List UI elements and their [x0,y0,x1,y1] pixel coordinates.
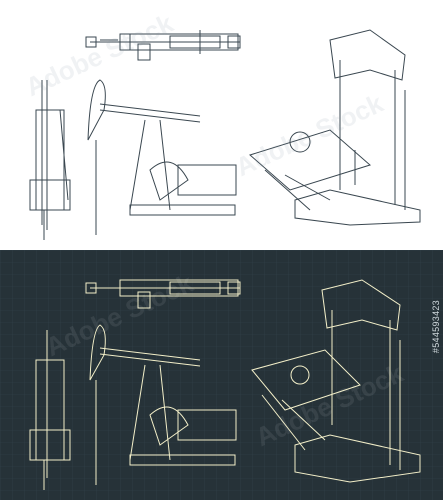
dark-drawings [29,279,421,490]
stock-id-label: #544593423 [431,300,441,354]
side-view-drawing-dark [89,324,237,485]
light-drawings [29,29,421,240]
dark-blueprint-panel [0,250,443,500]
side-view-drawing [87,79,237,235]
front-view-drawing-dark [29,330,71,490]
perspective-view-drawing-dark [251,279,421,483]
perspective-view-drawing [248,29,421,226]
front-view-drawing [29,80,71,240]
top-view-drawing-dark [85,279,241,309]
blueprint-grid [0,250,443,500]
top-view-drawing [85,30,241,61]
